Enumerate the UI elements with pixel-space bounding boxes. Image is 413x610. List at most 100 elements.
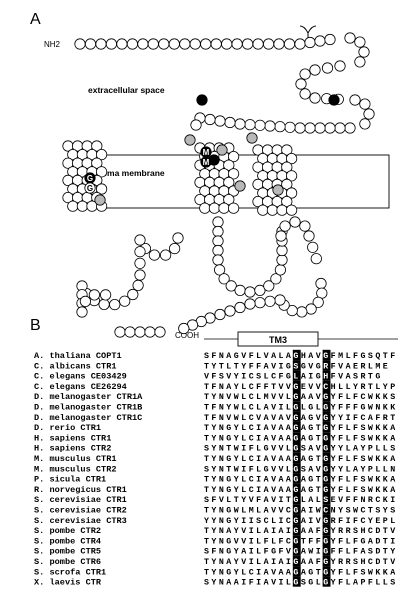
bead xyxy=(105,38,118,50)
species-name: S. cerevisiae CTR2 xyxy=(34,506,127,516)
bead xyxy=(281,161,293,173)
bead xyxy=(224,116,236,129)
species-name: H. sapiens CTR1 xyxy=(34,433,111,443)
bead xyxy=(264,295,276,307)
bead xyxy=(314,35,326,47)
conserved-residue-highlight xyxy=(322,555,331,567)
bead xyxy=(199,202,211,214)
species-name: D. melanogaster CTR1A xyxy=(34,392,143,402)
n-terminus-label: NH2 xyxy=(44,40,61,49)
bead xyxy=(273,38,285,50)
bead xyxy=(134,246,146,258)
conserved-residue-highlight xyxy=(292,524,301,536)
bead xyxy=(263,280,275,292)
conserved-residue-highlight xyxy=(322,391,331,402)
bead xyxy=(264,120,276,132)
bead xyxy=(254,284,266,296)
bead xyxy=(242,38,254,50)
bead xyxy=(354,36,366,48)
bead xyxy=(190,119,202,131)
motif-letter: M xyxy=(203,158,210,167)
bead xyxy=(96,149,108,161)
species-name: M. musculus CTR2 xyxy=(34,464,117,474)
bead xyxy=(304,122,316,134)
bead xyxy=(98,298,110,310)
bead-motif xyxy=(200,156,212,168)
bead xyxy=(154,326,166,338)
species-name: H. sapiens CTR2 xyxy=(34,444,111,454)
bead xyxy=(303,230,315,242)
bead xyxy=(148,249,160,261)
species-name: D. melanogaster CTR1B xyxy=(34,403,142,413)
bead xyxy=(212,216,224,228)
bead xyxy=(214,308,226,321)
motif-letter: G xyxy=(87,184,93,193)
bead xyxy=(286,304,298,317)
bead xyxy=(134,269,146,281)
bead xyxy=(234,301,246,314)
bead xyxy=(228,168,240,180)
species-name: C. elegans CE03429 xyxy=(34,372,127,382)
bead-motif xyxy=(84,182,96,194)
tm3-box xyxy=(237,331,319,347)
bead xyxy=(283,38,296,50)
bead xyxy=(294,122,306,134)
bead xyxy=(266,204,278,216)
conserved-residue-highlight xyxy=(322,483,331,494)
bead xyxy=(354,56,366,68)
bead xyxy=(137,38,149,50)
bead-highlight-gray xyxy=(234,180,246,192)
species-name: D. melanogaster CTR1C xyxy=(34,413,142,423)
bead xyxy=(285,204,298,216)
conserved-residue-highlight xyxy=(292,514,301,525)
bead xyxy=(314,122,326,134)
bead xyxy=(134,234,146,246)
species-name: D. rerio CTR1 xyxy=(34,423,101,433)
conserved-residue-highlight xyxy=(322,463,331,474)
bead xyxy=(134,326,146,338)
bead-highlight-gray xyxy=(184,134,196,146)
bead xyxy=(344,122,356,134)
bead xyxy=(244,286,256,298)
plasma-membrane-label: plasma membrane xyxy=(90,168,165,178)
bead xyxy=(224,305,236,317)
species-name: S. cerevisiae CTR3 xyxy=(34,516,127,526)
species-name: S. scrofa CTR1 xyxy=(34,567,106,577)
bead xyxy=(168,38,180,50)
conserved-residue-highlight xyxy=(292,380,301,391)
conserved-residue-highlight xyxy=(322,370,331,381)
extracellular-space-label: extracellular space xyxy=(88,85,165,95)
bead xyxy=(84,38,97,50)
conserved-residue-highlight xyxy=(292,576,301,587)
bead xyxy=(359,118,371,130)
conserved-residue-highlight xyxy=(322,535,331,546)
bead xyxy=(223,176,235,188)
bead xyxy=(210,38,222,50)
conserved-residue-highlight xyxy=(322,380,331,391)
species-name: S. pombe CTR4 xyxy=(34,536,101,546)
bead xyxy=(79,295,92,307)
bead xyxy=(88,289,101,301)
bead xyxy=(285,187,298,199)
species-name: X. laevis CTR xyxy=(34,578,102,588)
bead xyxy=(281,144,293,156)
conserved-residue-highlight xyxy=(322,545,331,556)
bead xyxy=(285,170,298,182)
bead xyxy=(231,38,243,50)
bead xyxy=(96,183,108,195)
bead xyxy=(274,294,286,306)
bead xyxy=(281,178,293,190)
bead xyxy=(244,298,256,310)
bead xyxy=(310,253,322,265)
bead xyxy=(234,284,246,296)
